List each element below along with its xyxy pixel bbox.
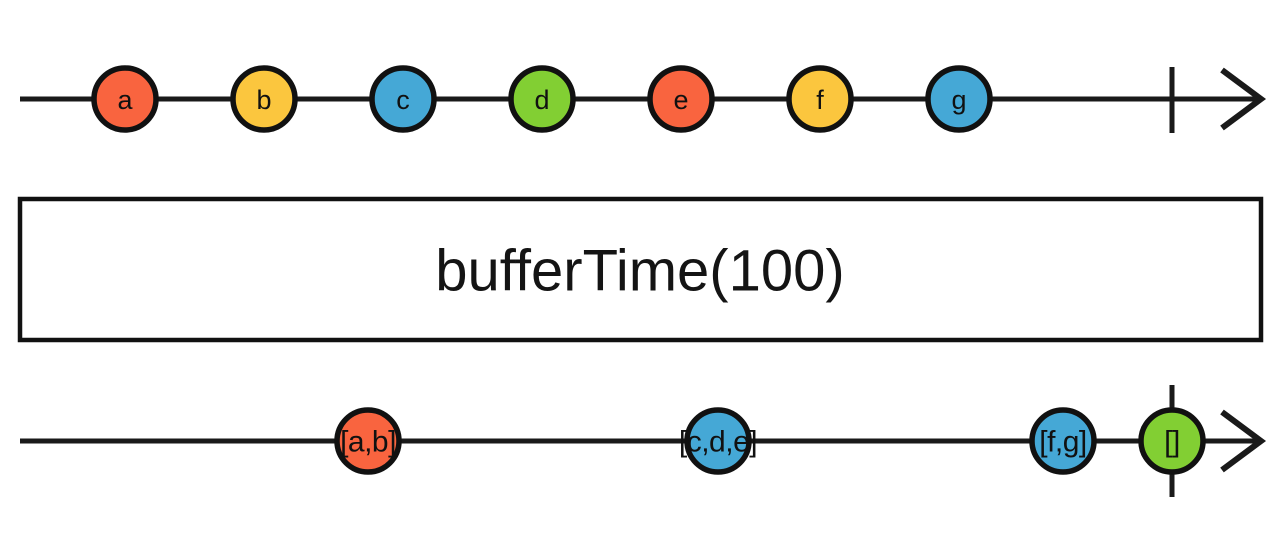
marble-label: a (117, 85, 133, 115)
marble-shape (91, 65, 159, 133)
marble-label: d (534, 85, 549, 115)
operator-box[interactable]: bufferTime(100) (17, 196, 1264, 343)
source-marble-c[interactable]: c (369, 65, 437, 133)
source-marble-f[interactable]: f (786, 65, 854, 133)
marble-label: c (396, 85, 410, 115)
operator-box-shape (17, 196, 1264, 343)
marble-label: b (256, 85, 271, 115)
source-marble-g[interactable]: g (925, 65, 993, 133)
source-marble-b[interactable]: b (230, 65, 298, 133)
output-marble-fg[interactable]: [f,g] (1029, 407, 1097, 475)
source-stream: a b c d e f g (20, 65, 1267, 133)
marble-shape (508, 65, 576, 133)
source-marble-a[interactable]: a (91, 65, 159, 133)
operator-label: bufferTime(100) (435, 239, 844, 304)
output-timeline-arrowhead (1220, 409, 1267, 473)
marble-label: [f,g] (1039, 426, 1087, 459)
output-marble-empty[interactable]: [] (1138, 407, 1206, 475)
marble-shape (925, 65, 993, 133)
source-timeline-arrowhead (1220, 67, 1267, 131)
output-marble-cde[interactable]: [c,d,e] (679, 407, 758, 475)
source-marble-e[interactable]: e (647, 65, 715, 133)
marble-shape (369, 65, 437, 133)
output-marble-ab[interactable]: [a,b] (334, 407, 402, 475)
marble-shape (647, 65, 715, 133)
marble-label: e (673, 85, 688, 115)
marble-shape (786, 65, 854, 133)
marble-label: g (951, 85, 966, 115)
marble-label: [] (1164, 426, 1180, 459)
marble-shape (230, 65, 298, 133)
marble-label: [a,b] (340, 426, 396, 459)
source-marble-d[interactable]: d (508, 65, 576, 133)
output-stream: [a,b] [c,d,e] [f,g] [] (20, 385, 1267, 497)
marble-shape (1029, 407, 1097, 475)
marble-shape (334, 407, 402, 475)
marble-label: [c,d,e] (679, 426, 757, 459)
marble-label: f (816, 85, 824, 115)
marble-shape (1138, 407, 1206, 475)
marble-shape (684, 407, 752, 475)
